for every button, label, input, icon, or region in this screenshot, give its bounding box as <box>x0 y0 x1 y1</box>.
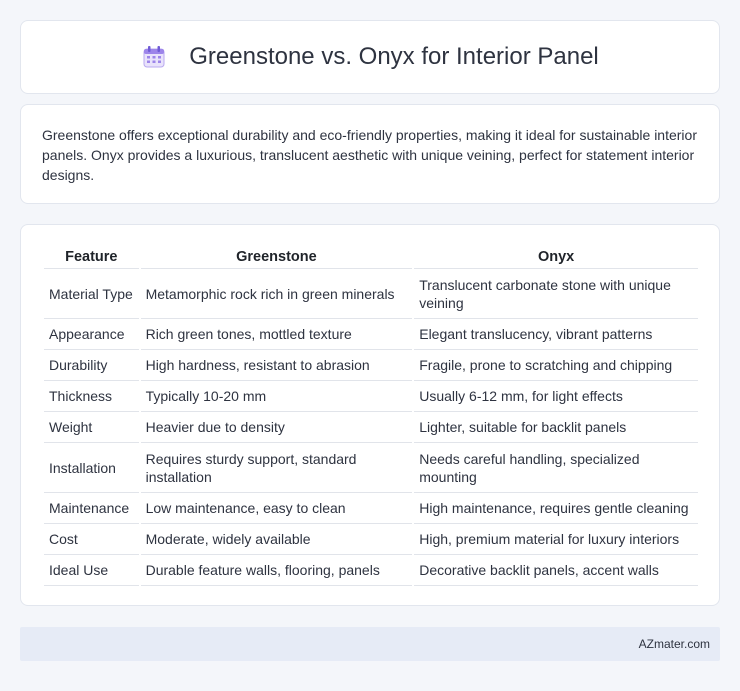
greenstone-cell: Metamorphic rock rich in green minerals <box>140 269 413 319</box>
footer-brand[interactable]: AZmater.com <box>638 637 710 651</box>
footer-bar: AZmater.com <box>20 627 720 661</box>
table-row: Durability High hardness, resistant to a… <box>44 350 698 381</box>
feature-cell: Maintenance <box>44 493 139 524</box>
header-feature: Feature <box>44 245 139 269</box>
feature-cell: Ideal Use <box>44 555 139 586</box>
feature-cell: Durability <box>44 350 139 381</box>
feature-cell: Thickness <box>44 381 139 412</box>
onyx-cell: Elegant translucency, vibrant patterns <box>414 319 698 350</box>
table-row: Maintenance Low maintenance, easy to cle… <box>44 493 698 524</box>
onyx-cell: High maintenance, requires gentle cleani… <box>414 493 698 524</box>
onyx-cell: Usually 6-12 mm, for light effects <box>414 381 698 412</box>
table-row: Installation Requires sturdy support, st… <box>44 443 698 493</box>
title-card: Greenstone vs. Onyx for Interior Panel <box>20 20 720 94</box>
comparison-table: Feature Greenstone Onyx Material Type Me… <box>42 245 700 586</box>
intro-paragraph: Greenstone offers exceptional durability… <box>42 127 697 183</box>
feature-cell: Cost <box>44 524 139 555</box>
table-row: Thickness Typically 10-20 mm Usually 6-1… <box>44 381 698 412</box>
onyx-cell: High, premium material for luxury interi… <box>414 524 698 555</box>
onyx-cell: Translucent carbonate stone with unique … <box>414 269 698 319</box>
table-row: Material Type Metamorphic rock rich in g… <box>44 269 698 319</box>
table-row: Appearance Rich green tones, mottled tex… <box>44 319 698 350</box>
feature-cell: Installation <box>44 443 139 493</box>
greenstone-cell: Requires sturdy support, standard instal… <box>140 443 413 493</box>
greenstone-cell: Typically 10-20 mm <box>140 381 413 412</box>
header-onyx: Onyx <box>414 245 698 269</box>
feature-cell: Weight <box>44 412 139 443</box>
intro-card: Greenstone offers exceptional durability… <box>20 104 720 204</box>
onyx-cell: Lighter, suitable for backlit panels <box>414 412 698 443</box>
greenstone-cell: Moderate, widely available <box>140 524 413 555</box>
header-greenstone: Greenstone <box>140 245 413 269</box>
greenstone-cell: Heavier due to density <box>140 412 413 443</box>
table-header-row: Feature Greenstone Onyx <box>44 245 698 269</box>
greenstone-cell: Low maintenance, easy to clean <box>140 493 413 524</box>
onyx-cell: Decorative backlit panels, accent walls <box>414 555 698 586</box>
page-title: Greenstone vs. Onyx for Interior Panel <box>189 43 599 70</box>
greenstone-cell: Durable feature walls, flooring, panels <box>140 555 413 586</box>
table-row: Cost Moderate, widely available High, pr… <box>44 524 698 555</box>
feature-cell: Material Type <box>44 269 139 319</box>
comparison-card: Feature Greenstone Onyx Material Type Me… <box>20 224 720 606</box>
table-row: Ideal Use Durable feature walls, floorin… <box>44 555 698 586</box>
table-row: Weight Heavier due to density Lighter, s… <box>44 412 698 443</box>
onyx-cell: Fragile, prone to scratching and chippin… <box>414 350 698 381</box>
feature-cell: Appearance <box>44 319 139 350</box>
greenstone-cell: High hardness, resistant to abrasion <box>140 350 413 381</box>
greenstone-cell: Rich green tones, mottled texture <box>140 319 413 350</box>
onyx-cell: Needs careful handling, specialized moun… <box>414 443 698 493</box>
calendar-icon <box>141 44 167 70</box>
